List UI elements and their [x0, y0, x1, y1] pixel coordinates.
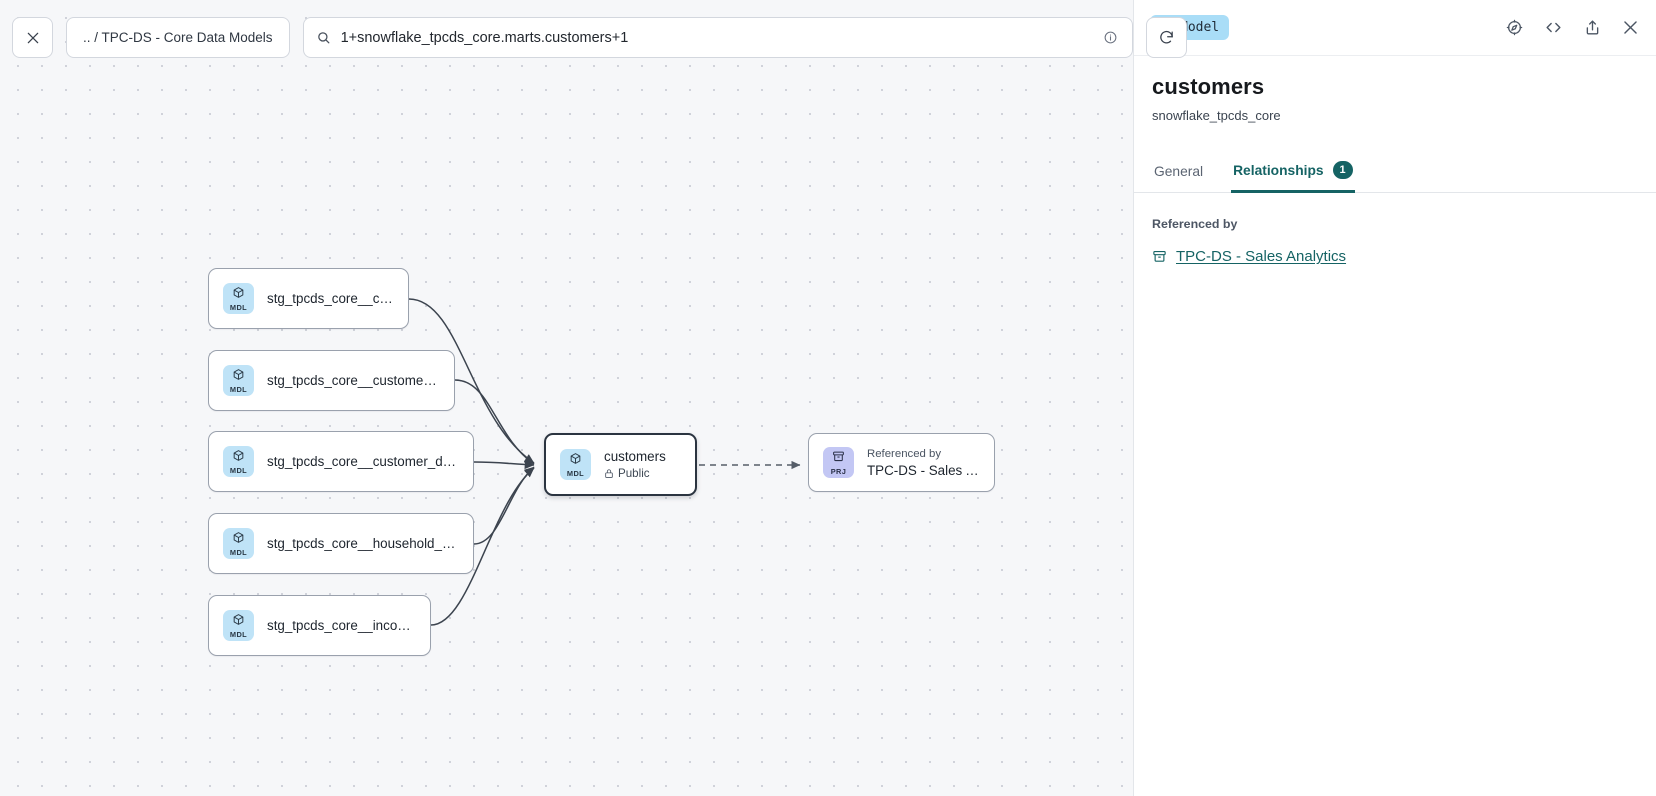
code-icon[interactable] [1543, 18, 1564, 37]
cube-icon [232, 449, 245, 466]
info-icon[interactable] [1103, 30, 1118, 45]
tab-count-badge: 1 [1332, 161, 1353, 179]
model-badge: MDL [560, 449, 591, 480]
tab-label: General [1154, 164, 1204, 179]
node-body: Referenced by TPC-DS - Sales Analytics [867, 448, 980, 478]
panel-actions [1505, 18, 1640, 37]
cube-icon [232, 368, 245, 385]
lineage-edges [408, 298, 801, 626]
node-label: stg_tpcds_core__income_band [267, 618, 416, 633]
node-body: stg_tpcds_core__household_demogr… [267, 536, 459, 551]
node-label: stg_tpcds_core__household_demogr… [267, 536, 459, 551]
cube-icon [569, 452, 582, 469]
close-icon [25, 30, 41, 46]
search-value: 1+snowflake_tpcds_core.marts.customers+1 [340, 29, 629, 46]
model-badge: MDL [223, 446, 254, 477]
page-title: customers [1152, 74, 1265, 99]
tab-label: Relationships [1233, 162, 1324, 178]
node-body: stg_tpcds_core__customer_demogra… [267, 454, 459, 469]
referenced-by-link-text: TPC-DS - Sales Analytics [1176, 248, 1347, 265]
node-label: stg_tpcds_core__customer [267, 291, 394, 306]
node-body: customers Public [604, 449, 666, 480]
badge-type-label: MDL [566, 469, 585, 479]
node-body: stg_tpcds_core__customer_address [267, 373, 440, 388]
badge-type-label: MDL [229, 303, 248, 313]
referenced-by-item[interactable]: TPC-DS - Sales Analytics [1152, 248, 1638, 265]
graph-node-stg-customer-demographics[interactable]: MDL stg_tpcds_core__customer_demogra… [208, 431, 474, 492]
lineage-canvas[interactable]: MDL stg_tpcds_core__customer MDL stg_tpc… [0, 0, 1187, 796]
entity-type-label: Model [1180, 20, 1220, 35]
referenced-by-label: Referenced by [1152, 217, 1238, 231]
node-body: stg_tpcds_core__customer [267, 291, 394, 306]
node-visibility: Public [604, 467, 666, 480]
graph-node-stg-household-demographics[interactable]: MDL stg_tpcds_core__household_demogr… [208, 513, 474, 574]
graph-node-stg-customer[interactable]: MDL stg_tpcds_core__customer [208, 268, 409, 329]
cube-icon [232, 531, 245, 548]
refresh-button[interactable] [1145, 17, 1187, 58]
compass-icon[interactable] [1505, 18, 1524, 37]
canvas-toolbar: .. / TPC-DS - Core Data Models 1+snowfla… [12, 17, 1187, 58]
node-body: stg_tpcds_core__income_band [267, 618, 416, 633]
node-visibility-label: Public [618, 467, 650, 480]
project-badge: PRJ [823, 447, 854, 478]
node-label: stg_tpcds_core__customer_demogra… [267, 454, 459, 469]
model-badge: MDL [223, 610, 254, 641]
badge-type-label: MDL [229, 385, 248, 395]
entity-source: snowflake_tpcds_core [1152, 108, 1281, 123]
cube-icon [232, 286, 245, 303]
badge-type-label: MDL [229, 548, 248, 558]
close-icon[interactable] [1621, 18, 1640, 37]
model-badge: MDL [223, 528, 254, 559]
lock-icon [604, 468, 614, 479]
node-label: stg_tpcds_core__customer_address [267, 373, 440, 388]
search-icon [316, 30, 331, 45]
panel-tabs: General Relationships 1 [1134, 153, 1656, 193]
share-icon[interactable] [1583, 18, 1602, 37]
project-icon [832, 450, 845, 467]
graph-node-stg-customer-address[interactable]: MDL stg_tpcds_core__customer_address [208, 350, 455, 411]
node-caption: Referenced by [867, 447, 942, 460]
close-lineage-button[interactable] [12, 17, 53, 58]
lineage-search-input[interactable]: 1+snowflake_tpcds_core.marts.customers+1 [302, 17, 1133, 58]
tab-relationships[interactable]: Relationships 1 [1231, 153, 1355, 193]
model-badge: MDL [223, 365, 254, 396]
model-badge: MDL [223, 283, 254, 314]
refresh-icon [1158, 29, 1175, 46]
graph-node-referenced-by-project[interactable]: PRJ Referenced by TPC-DS - Sales Analyti… [808, 433, 995, 492]
breadcrumb[interactable]: .. / TPC-DS - Core Data Models [66, 17, 290, 58]
relationships-content: Referenced by TPC-DS - Sales Analytics [1134, 193, 1656, 265]
node-label: customers [604, 449, 666, 464]
graph-node-stg-income-band[interactable]: MDL stg_tpcds_core__income_band [208, 595, 431, 656]
node-label: TPC-DS - Sales Analytics [867, 462, 980, 478]
badge-type-label: MDL [229, 630, 248, 640]
panel-toolbar: Model [1134, 0, 1656, 56]
badge-type-label: MDL [229, 466, 248, 476]
panel-header: customers snowflake_tpcds_core [1134, 56, 1656, 123]
project-icon [1152, 249, 1167, 264]
details-panel: Model customers snowflake_tpcds_core [1133, 0, 1656, 796]
tab-general[interactable]: General [1152, 156, 1205, 193]
cube-icon [232, 613, 245, 630]
graph-node-customers-selected[interactable]: MDL customers Public [544, 433, 697, 496]
badge-type-label: PRJ [830, 467, 847, 477]
